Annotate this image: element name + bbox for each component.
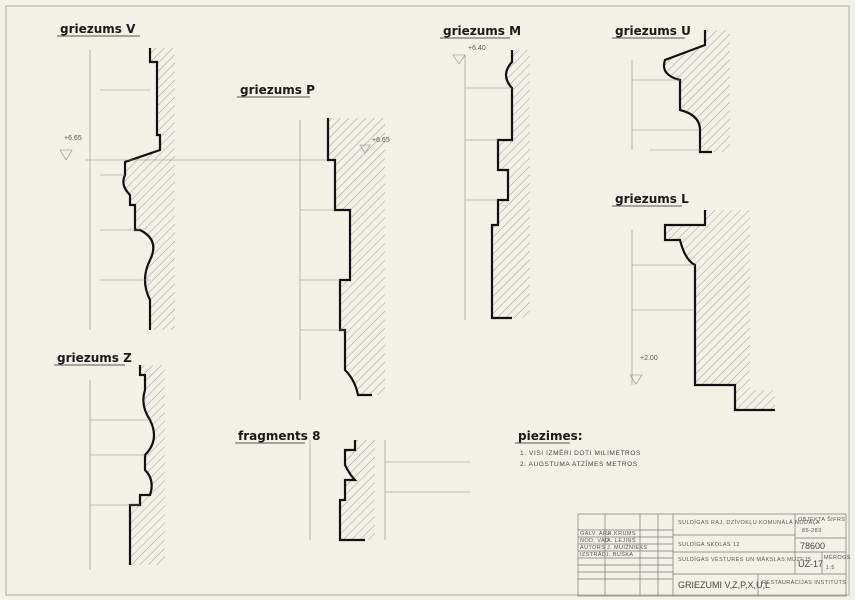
section-p: griezums P +6.65 (237, 83, 390, 400)
role: IZSTRĀD. (580, 551, 608, 558)
title-block (577, 513, 847, 597)
section-l-title: griezums L (615, 192, 689, 206)
level-mark-m: +6.40 (468, 45, 486, 52)
project-name: SULDĪGAS RAJ. DZĪVOKĻU KOMUNĀLĀ NODAĻA (678, 519, 820, 526)
section-z-title: griezums Z (57, 351, 132, 365)
scale: 1:5 (826, 565, 835, 571)
level-mark-v: +6.65 (64, 135, 82, 142)
section-u-title: griezums U (615, 24, 691, 38)
organization: RESTAURĀCIJAS INSTITŪTS (762, 579, 846, 586)
section-v-title: griezums V (60, 22, 136, 36)
section-z: griezums Z (54, 351, 165, 570)
scale-label: MĒROGS (824, 554, 851, 561)
name: I. BUŠKA (607, 551, 633, 558)
role: NOD. VAD. (580, 538, 611, 544)
note-item: 1. VISI IZMĒRI DOTI MILIMETROS (520, 449, 641, 457)
sheet-frame (5, 5, 850, 596)
section-v: griezums V +6.65 (57, 22, 330, 330)
note-item: 2. AUGSTUMA ATZĪMES METROS (520, 460, 638, 468)
section-p-title: griezums P (240, 83, 315, 97)
name: J. KRUMS (607, 531, 636, 537)
title-block-text: GALV. ARH. NOD. VAD. AUTORS IZSTRĀD. J. … (580, 516, 851, 590)
sheet-title: GRIEZUMI V,Z,P,X,U,L (678, 580, 770, 590)
notes-title: piezimes: (518, 429, 583, 443)
code: 78600 (800, 541, 825, 551)
notes: piezimes: 1. VISI IZMĒRI DOTI MILIMETROS… (515, 429, 641, 468)
section-u: griezums U (612, 24, 730, 154)
order-label: OBJEKTA ŠIFRS (798, 516, 845, 523)
fragment-8-title: fragments 8 (238, 429, 320, 443)
level-mark-l: +2.00 (640, 355, 658, 362)
name: J. MUIŽNIEKS (607, 543, 648, 551)
object-name: SULDĪGAS VĒSTURES UN MĀKSLAS MUZEJS (678, 556, 812, 563)
fragment-8: fragments 8 (235, 429, 470, 542)
section-l: griezums L +2.00 (612, 192, 775, 412)
building: SULDĪGA SKOLAS 12 (678, 541, 740, 548)
sheet-code: UZ-17 (798, 559, 823, 569)
name: A. LEJIŅŠ (607, 537, 636, 544)
level-mark-p: +6.65 (372, 137, 390, 144)
section-m: griezums M +6.40 (440, 24, 530, 320)
order-number: 85-283 (802, 528, 822, 534)
section-m-title: griezums M (443, 24, 521, 38)
role: GALV. ARH. (580, 531, 614, 537)
role: AUTORS (580, 545, 605, 551)
